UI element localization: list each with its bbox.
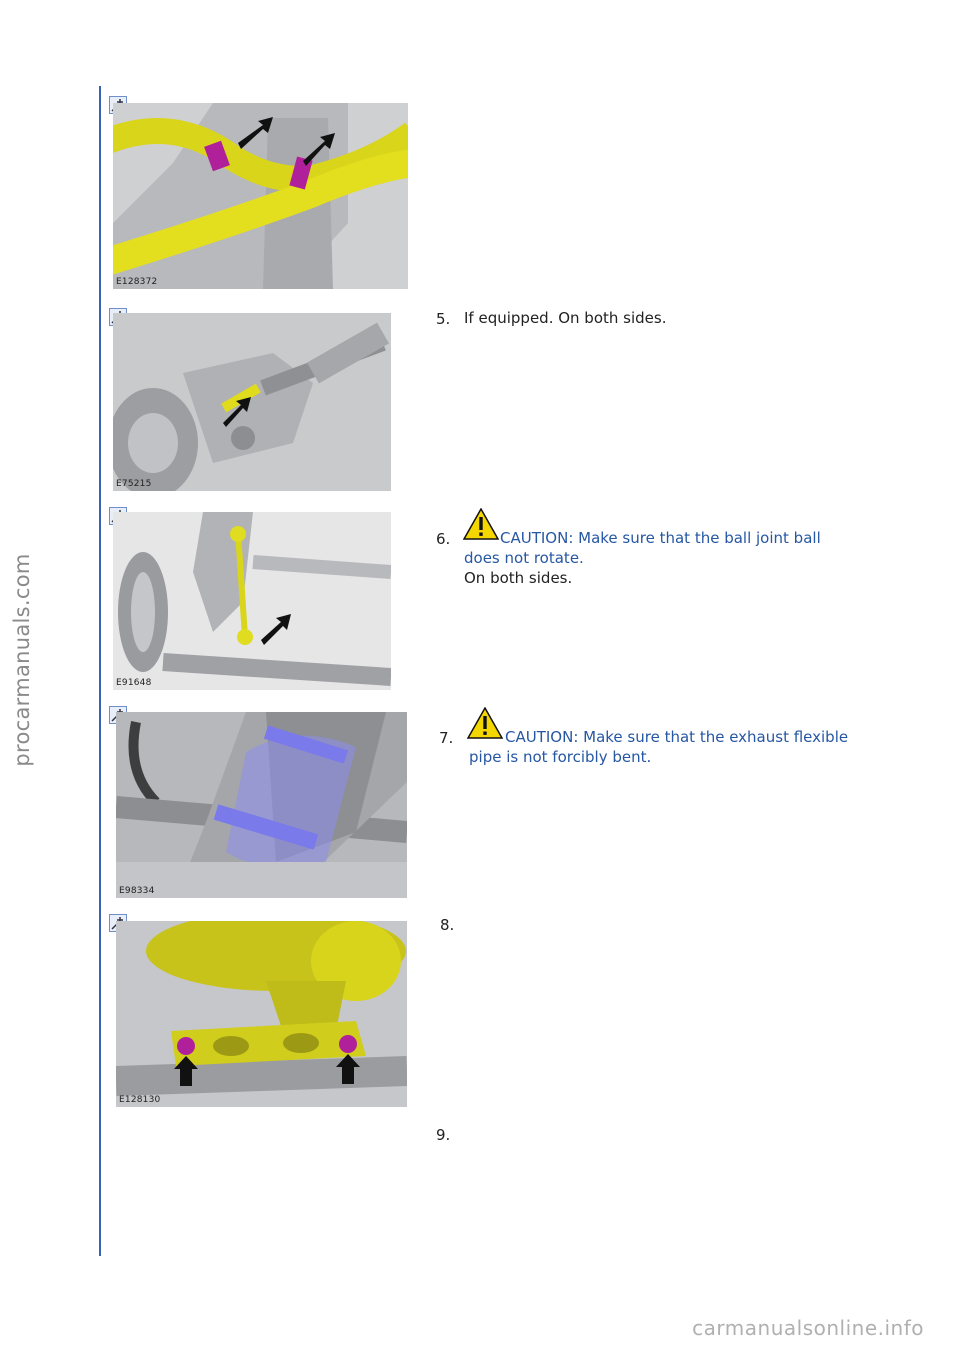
figure-exhaust-flexible-pipe[interactable]: E98334 — [116, 712, 407, 898]
step-number: 8. — [440, 916, 455, 934]
figure-code: E128130 — [119, 1095, 161, 1105]
figure-code: E128372 — [116, 277, 158, 287]
warning-triangle-icon — [463, 508, 499, 540]
figure-tie-rod[interactable]: E75215 — [113, 313, 391, 491]
step-number: 9. — [436, 1126, 451, 1144]
left-margin-rule — [99, 86, 101, 1256]
caution-block: CAUTION: Make sure that the exhaust flex… — [469, 727, 873, 769]
figure-code: E98334 — [119, 886, 155, 896]
figure-code: E91648 — [116, 678, 152, 688]
figure-exhaust-flange-nuts[interactable]: E128130 — [116, 921, 407, 1107]
caution-text: does not rotate. — [464, 549, 584, 567]
step-text: If equipped. On both sides. — [464, 309, 667, 327]
step-number: 7. — [439, 729, 454, 747]
figure-stabilizer-bar-clamps[interactable]: E128372 — [113, 103, 408, 289]
side-watermark-text: procarmanuals.com — [10, 553, 34, 767]
step-number: 5. — [436, 310, 451, 328]
caution-block: CAUTION: Make sure that the ball joint b… — [464, 528, 874, 570]
warning-triangle-icon — [467, 707, 503, 739]
caution-text: CAUTION: Make sure that the exhaust flex… — [505, 728, 849, 746]
figure-code: E75215 — [116, 479, 152, 489]
caution-text: pipe is not forcibly bent. — [469, 748, 652, 766]
footer-watermark: carmanualsonline.info — [692, 1316, 924, 1340]
side-watermark: procarmanuals.com — [2, 0, 42, 1358]
caution-text: CAUTION: Make sure that the ball joint b… — [500, 529, 821, 547]
figure-stabilizer-link[interactable]: E91648 — [113, 512, 391, 690]
step-text: On both sides. — [464, 569, 573, 587]
step-number: 6. — [436, 530, 451, 548]
